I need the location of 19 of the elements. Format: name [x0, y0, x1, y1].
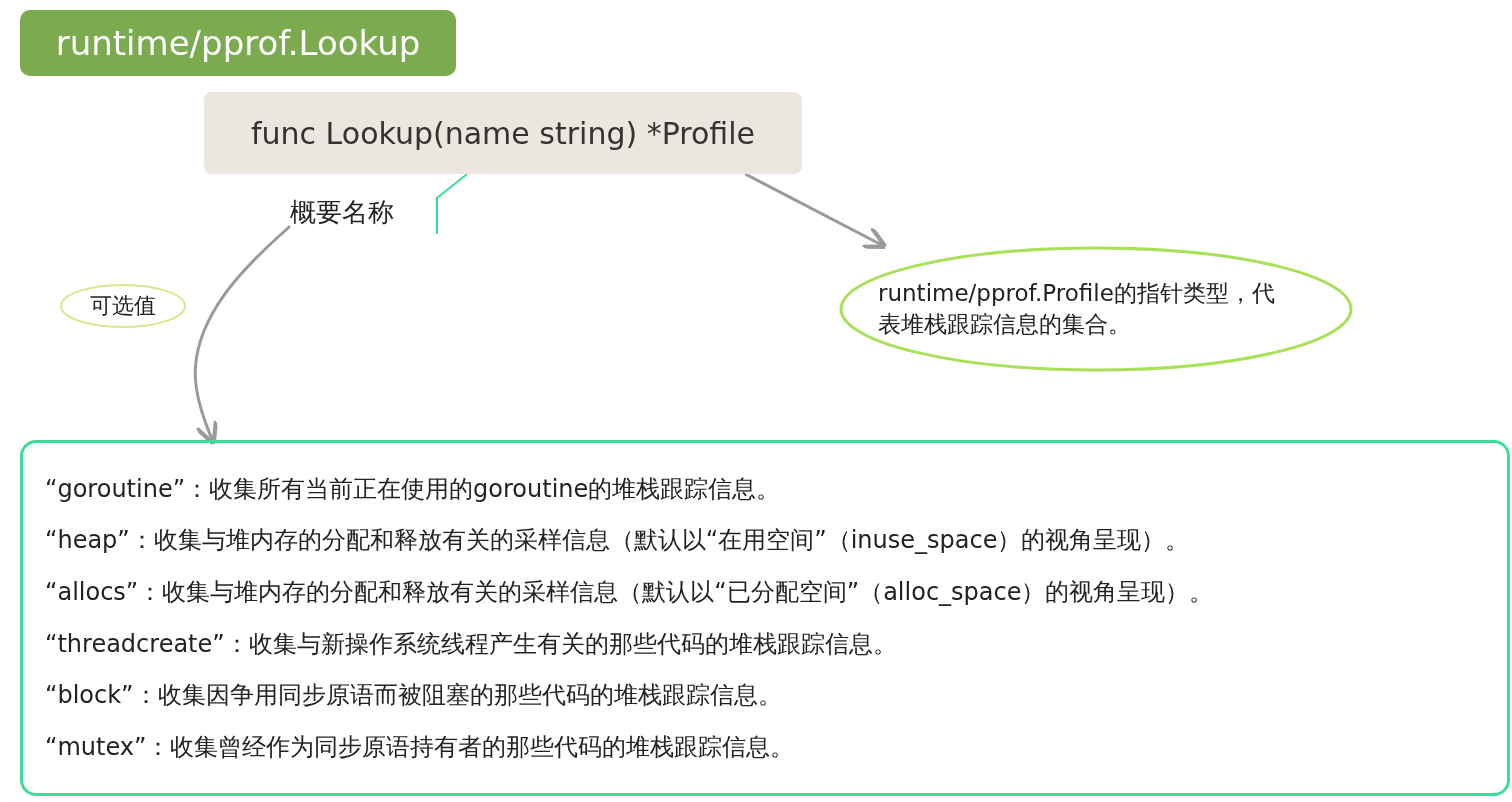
label-text: 概要名称 [290, 195, 395, 229]
option-description: “mutex”：收集曾经作为同步原语持有者的那些代码的堆栈跟踪信息。 [45, 732, 796, 764]
option-description: “threadcreate”：收集与新操作系统线程产生有关的那些代码的堆栈跟踪信息。 [45, 628, 898, 660]
code-box [204, 92, 802, 174]
label-text: 可选值 [89, 292, 157, 320]
option-description: “goroutine”：收集所有当前正在使用的goroutine的堆栈跟踪信息。 [45, 473, 782, 505]
label-text: runtime/pprof.Profile的指针类型，代表堆栈跟踪信息的集合。 [878, 279, 1276, 339]
arrow [744, 172, 888, 250]
option-description: “block”：收集因争用同步原语而被阻塞的那些代码的堆栈跟踪信息。 [45, 680, 783, 712]
title-box [20, 10, 456, 76]
ellipse-node [838, 245, 1354, 373]
option-description: “allocs”：收集与堆内存的分配和释放有关的采样信息（默认以“已分配空间”（alloc_space）的视角呈现）。 [45, 577, 1215, 609]
leader-line [436, 173, 469, 235]
ellipse-node [58, 282, 188, 330]
code-signature: func Lookup(name string) *Profile [250, 115, 756, 151]
label-text: runtime/pprof.Lookup [54, 23, 422, 63]
arrow [193, 224, 291, 446]
options-box [20, 440, 1510, 796]
option-description: “heap”：收集与堆内存的分配和释放有关的采样信息（默认以“在用空间”（inuse_space）的视角呈现）。 [45, 525, 1191, 557]
